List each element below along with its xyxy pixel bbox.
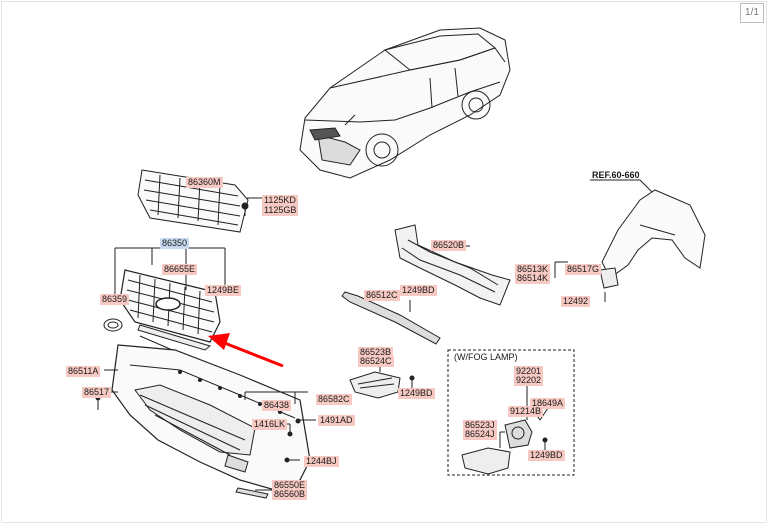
part-label[interactable]: 86512C: [364, 290, 400, 301]
part-label[interactable]: 91214B: [508, 406, 544, 417]
part-label[interactable]: 86517: [82, 387, 112, 398]
part-label[interactable]: 86513K: [515, 264, 551, 275]
fog-lamp-group-frame: [447, 349, 575, 476]
fog-group-title: (W/FOG LAMP): [454, 352, 518, 362]
part-label[interactable]: 92201: [514, 366, 544, 377]
part-label[interactable]: 86360M: [186, 177, 223, 188]
part-label[interactable]: 86655E: [162, 264, 198, 275]
part-label[interactable]: 1249BE: [205, 285, 242, 296]
fog-lamp-part: [461, 419, 533, 475]
front-bumper-cover-part: [111, 344, 311, 491]
ref-label: REF.60-660: [592, 170, 640, 180]
part-label[interactable]: 86524C: [358, 356, 394, 367]
part-label[interactable]: 92202: [514, 375, 544, 386]
part-label[interactable]: 86582C: [316, 394, 352, 405]
fog-lamp-bezel-part: [349, 371, 401, 399]
part-label[interactable]: 86523J: [463, 420, 497, 431]
part-label[interactable]: 86511A: [66, 366, 101, 377]
part-label[interactable]: 86550E: [272, 480, 308, 491]
part-label[interactable]: 12492: [561, 296, 591, 307]
part-label[interactable]: 86517G: [565, 264, 602, 275]
front-grille-part: [119, 269, 221, 343]
part-label[interactable]: 86350: [160, 238, 190, 249]
fender-part: [601, 189, 706, 279]
part-label[interactable]: 86520B: [431, 240, 467, 251]
part-label[interactable]: 1249BD: [398, 388, 435, 399]
car-illustration: [299, 27, 511, 179]
part-label[interactable]: 18649A: [530, 398, 566, 409]
bumper-beam-part: [394, 224, 511, 306]
part-label[interactable]: 86359: [100, 294, 130, 305]
part-label[interactable]: 1249BD: [400, 285, 437, 296]
part-label[interactable]: 86523B: [358, 347, 394, 358]
page-counter: 1/1: [740, 3, 764, 23]
part-label[interactable]: 86524J: [463, 429, 497, 440]
lower-molding-part: [341, 291, 441, 345]
part-label[interactable]: 1125KD: [262, 195, 298, 206]
part-label[interactable]: 86514K: [515, 273, 551, 284]
part-label[interactable]: 1416LK: [252, 419, 288, 430]
part-label[interactable]: 86438: [262, 400, 292, 411]
part-label[interactable]: 1491AD: [318, 415, 355, 426]
part-label[interactable]: 1249BD: [528, 450, 565, 461]
part-label[interactable]: 1125GB: [262, 205, 299, 216]
callout-arrow: [208, 333, 284, 368]
part-label[interactable]: 86560B: [272, 489, 308, 500]
part-label[interactable]: 1244BJ: [304, 456, 339, 467]
